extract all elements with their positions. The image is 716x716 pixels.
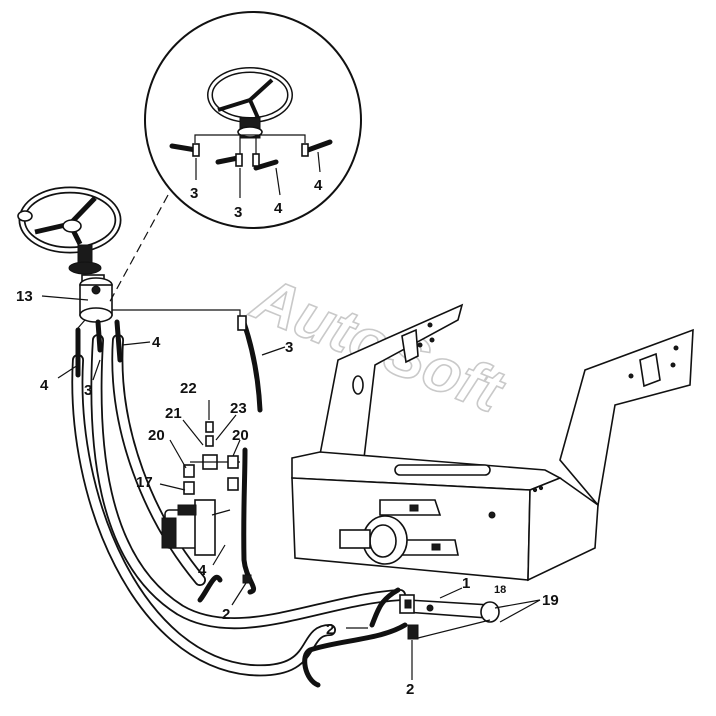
frame-bracket <box>291 303 694 582</box>
inset-label-3-center: 3 <box>234 204 242 221</box>
label-1: 1 <box>462 575 470 592</box>
inset-label-4-right: 4 <box>314 177 323 194</box>
label-17: 17 <box>136 474 153 491</box>
label-4-upper: 4 <box>152 334 161 351</box>
label-2-middle: 2 <box>222 606 230 623</box>
pump-motor <box>161 499 231 556</box>
label-21: 21 <box>165 405 182 422</box>
label-4-lower: 4 <box>198 562 207 579</box>
label-19: 19 <box>542 592 559 609</box>
label-2-bottom: 2 <box>406 681 414 698</box>
hydraulic-steering-unit <box>79 277 113 323</box>
inset-label-4-center: 4 <box>274 200 283 217</box>
inset-label-3-left: 3 <box>190 185 198 202</box>
label-3-right: 3 <box>285 339 293 356</box>
inset-dashed-leader <box>107 194 169 306</box>
axle-housing <box>339 499 459 565</box>
main-hoses <box>71 334 406 677</box>
fittings-cluster <box>183 421 240 495</box>
label-18: 18 <box>494 584 506 596</box>
label-2-lower-left: 2 <box>326 621 334 638</box>
steering-cylinder <box>302 587 500 688</box>
label-22: 22 <box>180 380 197 397</box>
label-20-right: 20 <box>232 427 249 444</box>
label-4-left: 4 <box>40 377 49 394</box>
label-3-left: 3 <box>84 382 92 399</box>
label-20-left: 20 <box>148 427 165 444</box>
steering-wheel <box>17 186 122 254</box>
label-23: 23 <box>230 400 247 417</box>
detail-inset <box>144 11 362 229</box>
label-13: 13 <box>16 288 33 305</box>
